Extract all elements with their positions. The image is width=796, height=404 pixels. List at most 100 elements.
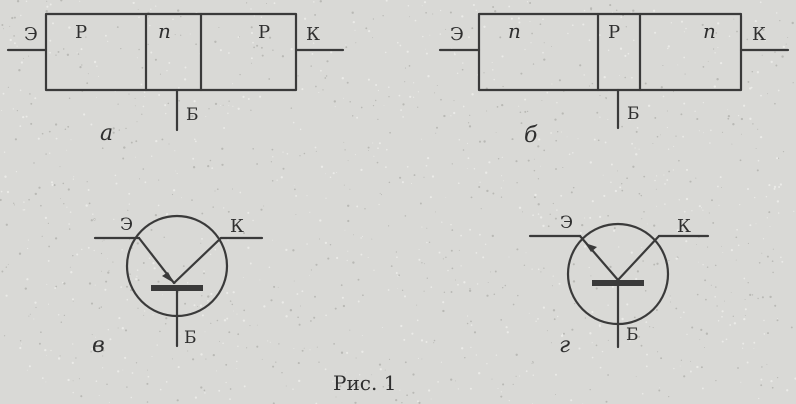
paper-speck <box>34 97 37 100</box>
paper-speck <box>641 392 644 395</box>
caption-v: в <box>92 333 105 358</box>
paper-speck <box>301 290 304 293</box>
paper-speck <box>67 188 70 191</box>
npn-base-label: Б <box>627 104 640 124</box>
paper-speck <box>353 234 354 236</box>
paper-speck <box>141 66 144 69</box>
paper-speck <box>532 361 534 363</box>
paper-speck <box>90 302 94 305</box>
paper-speck <box>324 77 327 79</box>
paper-speck <box>171 193 174 196</box>
paper-speck <box>395 251 398 253</box>
paper-speck <box>83 113 86 116</box>
paper-speck <box>698 130 700 132</box>
paper-speck <box>747 282 749 284</box>
paper-speck <box>193 304 196 307</box>
paper-speck <box>567 32 569 35</box>
paper-speck <box>708 212 710 214</box>
paper-speck <box>162 294 164 296</box>
paper-speck <box>560 131 562 133</box>
paper-speck <box>511 138 514 141</box>
paper-speck <box>426 277 428 279</box>
paper-speck <box>406 166 409 168</box>
paper-speck <box>560 334 564 337</box>
paper-speck <box>367 29 371 33</box>
paper-speck <box>659 134 661 136</box>
paper-speck <box>138 16 140 19</box>
paper-speck <box>685 168 689 171</box>
paper-speck <box>541 99 543 101</box>
paper-speck <box>140 83 143 86</box>
paper-speck <box>417 91 420 93</box>
paper-speck <box>108 270 110 272</box>
paper-speck <box>476 283 479 285</box>
paper-speck <box>612 229 616 232</box>
paper-speck <box>250 57 253 60</box>
paper-speck <box>103 239 105 241</box>
paper-speck <box>46 5 49 8</box>
paper-speck <box>68 26 71 29</box>
paper-speck <box>516 182 518 184</box>
paper-speck <box>397 288 399 290</box>
paper-speck <box>420 138 422 140</box>
pnp-transistor-symbol: Э К Б в <box>92 214 264 358</box>
paper-speck <box>6 190 10 194</box>
paper-speck <box>540 165 542 167</box>
npn-symbol-emitter-arrow <box>585 243 597 252</box>
paper-speck <box>373 155 375 157</box>
paper-speck <box>630 11 632 14</box>
paper-speck <box>70 271 73 274</box>
paper-speck <box>136 269 139 271</box>
paper-speck <box>471 27 474 30</box>
paper-speck <box>410 182 413 185</box>
paper-speck <box>79 66 82 69</box>
paper-speck <box>354 29 356 31</box>
paper-speck <box>443 291 446 294</box>
paper-speck <box>194 140 197 143</box>
paper-speck <box>605 400 608 403</box>
paper-speck <box>610 163 613 166</box>
paper-speck <box>68 97 71 100</box>
paper-speck <box>268 266 271 269</box>
paper-speck <box>413 174 416 177</box>
paper-speck <box>303 152 306 155</box>
paper-speck <box>520 72 523 75</box>
paper-speck <box>433 339 436 342</box>
paper-speck <box>344 149 346 151</box>
paper-speck <box>529 20 531 23</box>
paper-speck <box>427 75 430 78</box>
npn-region-2: P <box>608 22 620 43</box>
paper-speck <box>171 358 173 360</box>
paper-speck <box>496 106 499 108</box>
paper-speck <box>189 343 191 345</box>
paper-speck <box>98 307 101 309</box>
paper-speck <box>243 385 246 388</box>
paper-speck <box>518 21 521 24</box>
npn-symbol-emitter-line <box>578 234 620 282</box>
paper-speck <box>757 128 759 130</box>
paper-speck <box>520 122 523 125</box>
paper-speck <box>16 109 19 112</box>
paper-speck <box>467 157 470 160</box>
paper-speck <box>502 383 505 386</box>
paper-speck <box>251 62 252 64</box>
paper-speck <box>466 142 469 144</box>
paper-speck <box>503 180 504 182</box>
paper-speck <box>117 103 119 105</box>
paper-speck <box>252 41 254 44</box>
paper-speck <box>81 64 83 66</box>
paper-speck <box>27 239 29 241</box>
paper-speck <box>675 257 678 260</box>
paper-speck <box>330 51 333 54</box>
paper-speck <box>425 164 428 167</box>
paper-speck <box>589 161 592 164</box>
paper-speck <box>720 245 722 247</box>
paper-speck <box>154 213 158 217</box>
paper-speck <box>490 271 492 273</box>
paper-speck <box>620 16 623 19</box>
paper-speck <box>508 5 511 8</box>
paper-speck <box>318 91 320 94</box>
paper-speck <box>409 95 412 98</box>
paper-speck <box>315 28 318 31</box>
paper-speck <box>524 98 527 101</box>
